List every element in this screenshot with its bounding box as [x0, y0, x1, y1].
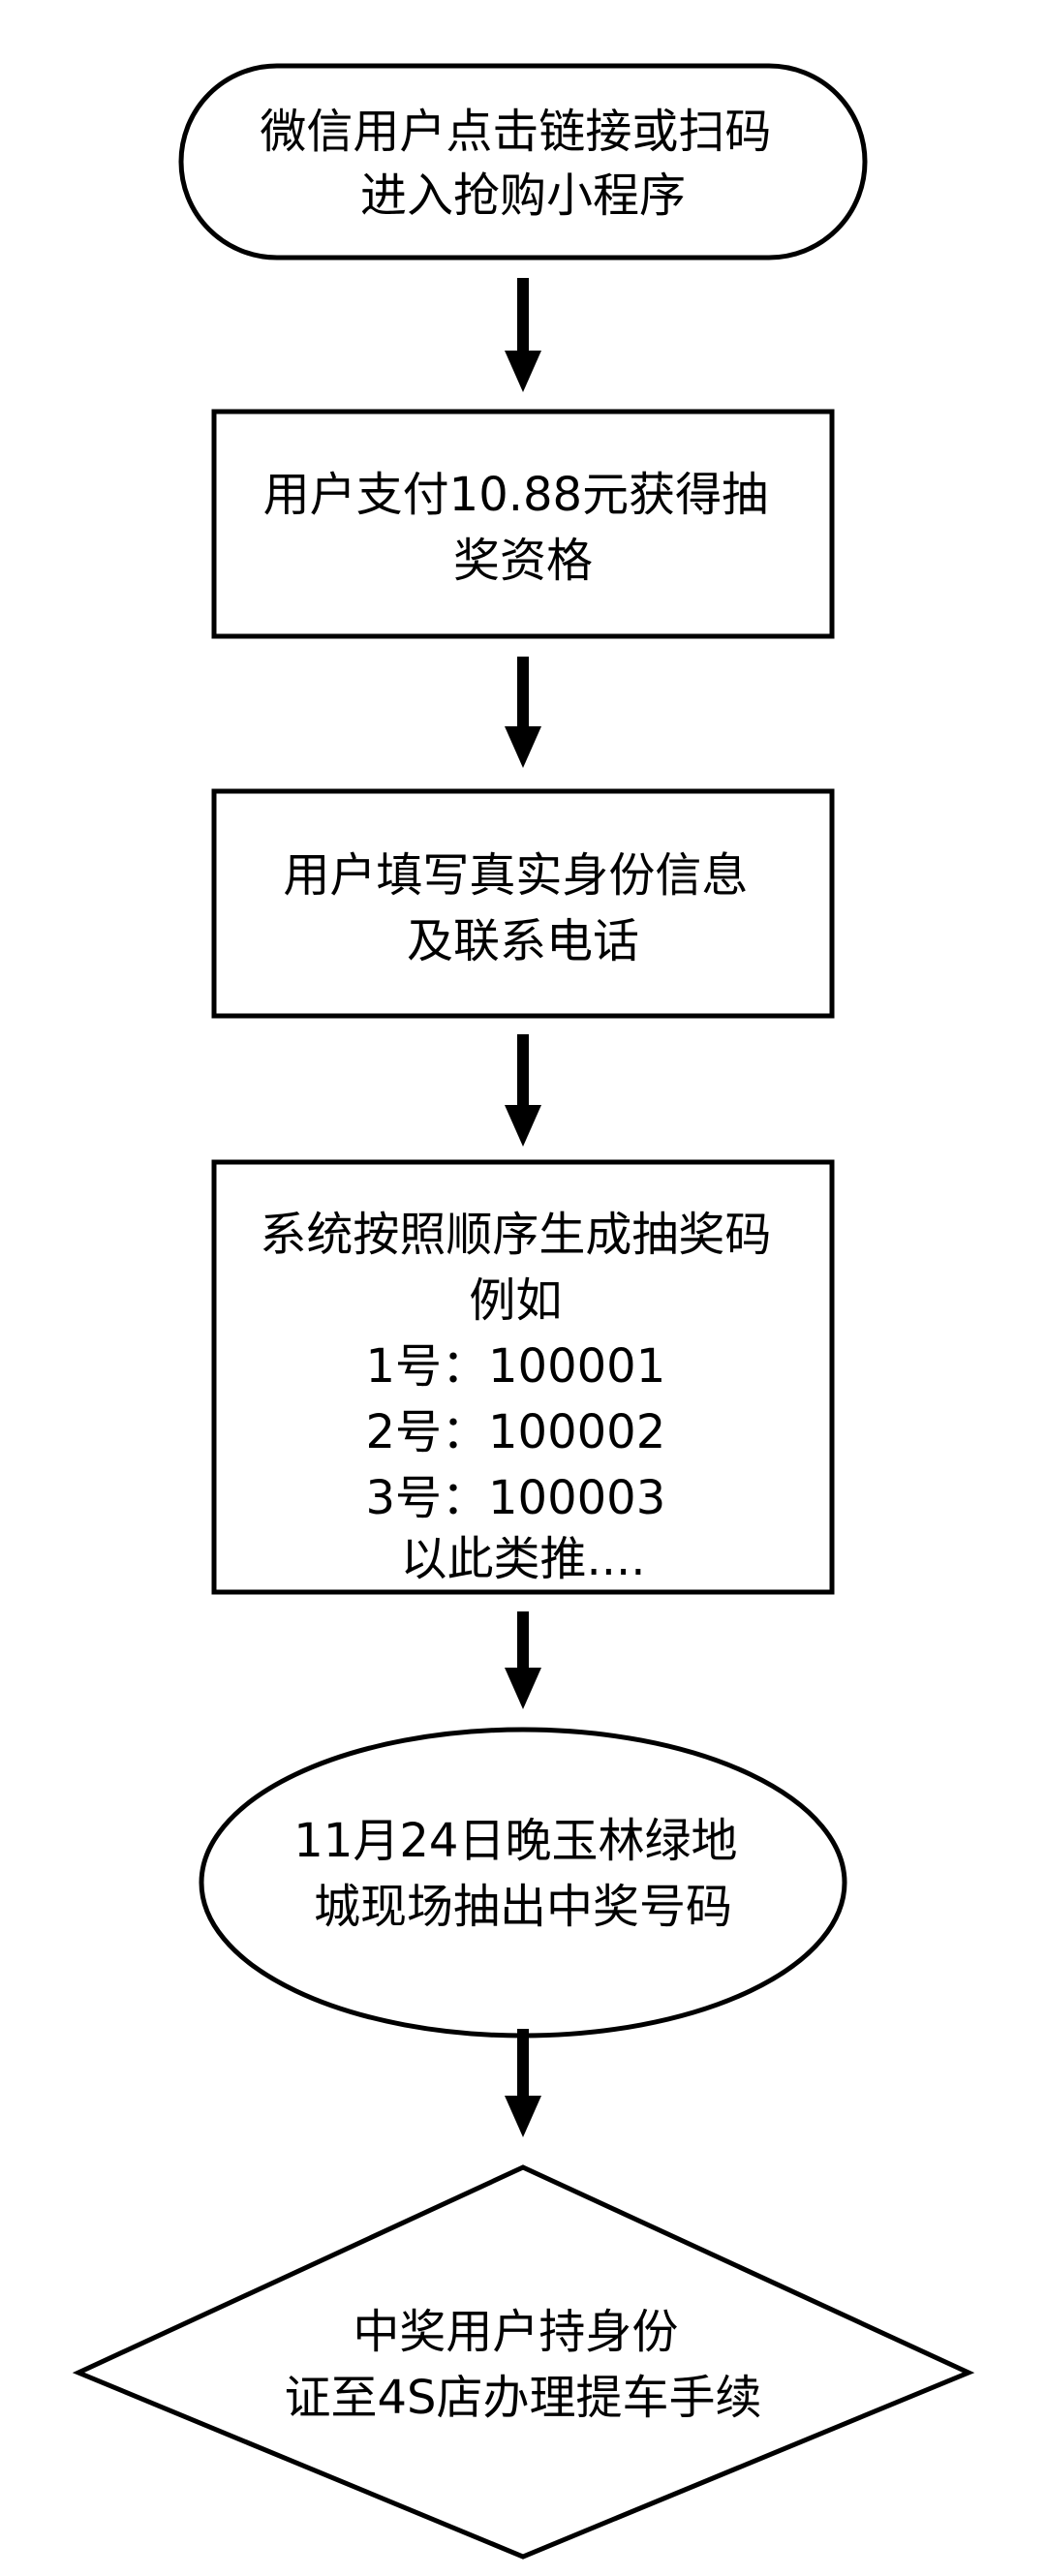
process-box [211, 788, 835, 1019]
flow-step-generate-codes: 系统按照顺序生成抽奖码 例如 1号：100001 2号：100002 3号：10… [211, 1159, 835, 1595]
step-3-line-1: 用户填写真实身份信息 [283, 848, 748, 903]
terminal-shape [178, 63, 868, 261]
decision-diamond [72, 2164, 975, 2560]
flow-step-fill-info: 用户填写真实身份信息 及联系电话 [211, 788, 835, 1019]
flow-step-payment: 用户支付10.88元获得抽 奖资格 [211, 409, 835, 639]
svg-text:用户填写真实身份信息 及联系电话: 用户填写真实身份信息 及联系电话 [283, 848, 762, 968]
svg-text:微信用户点击链接或扫码 进入抢购小程序: 微信用户点击链接或扫码 进入抢购小程序 [260, 105, 785, 223]
step-4-line-3: 1号：100001 [365, 1339, 665, 1394]
step-4-line-1: 系统按照顺序生成抽奖码 [260, 1208, 771, 1262]
svg-text:用户支付10.88元获得抽 奖资格: 用户支付10.88元获得抽 奖资格 [263, 468, 784, 588]
flow-arrow [505, 657, 541, 768]
flow-step-start: 微信用户点击链接或扫码 进入抢购小程序 [178, 63, 868, 261]
step-6-line-2: 证至4S店办理提车手续 [284, 2371, 761, 2425]
step-4-line-2: 例如 [469, 1273, 562, 1328]
step-5-line-2: 城现场抽出中奖号码 [314, 1880, 732, 1934]
flow-arrow [505, 1611, 541, 1709]
svg-text:系统按照顺序生成抽奖码 例如 1号：: 系统按照顺序生成抽奖码 例如 1号：100001 2号：100002 3号：10… [260, 1208, 785, 1586]
process-box [211, 1159, 835, 1595]
step-6-line-1: 中奖用户持身份 [353, 2305, 678, 2359]
flow-arrow [505, 1034, 541, 1147]
step-2-line-1: 用户支付10.88元获得抽 [263, 468, 768, 522]
step-3-line-2: 及联系电话 [407, 914, 639, 968]
flow-step-draw: 11月24日晚玉林绿地 城现场抽出中奖号码 [199, 1727, 847, 2039]
flow-arrow [505, 278, 541, 392]
step-4-line-5: 3号：100003 [365, 1471, 665, 1525]
step-4-line-6: 以此类推.... [400, 1532, 645, 1586]
flow-arrow [505, 2029, 541, 2137]
svg-text:中奖用户持身份 证至4S店办理提车手续: 中奖用户持身份 证至4S店办理提车手续 [284, 2305, 761, 2425]
step-1-line-1: 微信用户点击链接或扫码 [260, 105, 771, 159]
step-2-line-2: 奖资格 [453, 534, 593, 588]
process-box [211, 409, 835, 639]
step-5-line-1: 11月24日晚玉林绿地 [293, 1814, 737, 1868]
svg-text:11月24日晚玉林绿地 城现场抽出中奖号码: 11月24日晚玉林绿地 城现场抽出中奖号码 [293, 1814, 752, 1934]
step-1-line-2: 进入抢购小程序 [360, 169, 686, 223]
step-4-line-4: 2号：100002 [365, 1405, 665, 1459]
flow-step-claim: 中奖用户持身份 证至4S店办理提车手续 [72, 2164, 975, 2560]
